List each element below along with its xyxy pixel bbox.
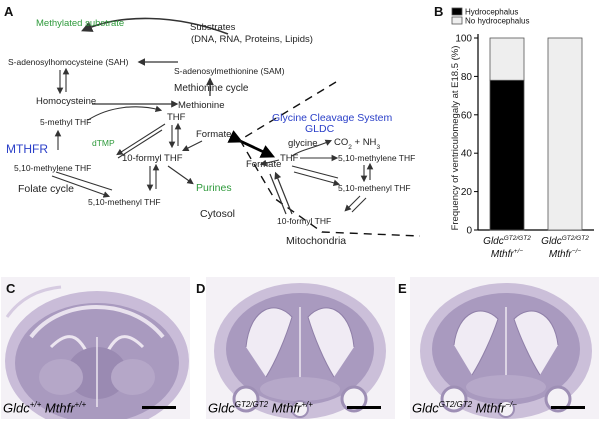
mitochondria-boundary: [239, 81, 421, 237]
cytosol-label: Cytosol: [200, 208, 235, 220]
bar-segment: [489, 37, 525, 81]
gldc-label: GLDC: [305, 123, 335, 135]
brain-section-e: [410, 277, 599, 419]
mito-thf-label: THF: [280, 153, 299, 164]
mitochondria-label: Mitochondria: [286, 235, 346, 247]
legend-label: Hydrocephalus: [465, 8, 518, 17]
sah-label: S-adenosylhomocysteine (SAH): [8, 57, 129, 67]
methylation-arrow: [81, 17, 229, 35]
dtmp-label: dTMP: [92, 138, 115, 148]
brain-section-c: [1, 277, 190, 419]
genotype-label-e: GldcGT2/GT2 Mthfr−/−: [412, 399, 517, 415]
panel-d-letter: D: [196, 281, 206, 296]
y-tick-label: 80: [461, 72, 473, 83]
x-category-label-gene2: Mthfr+/−: [491, 248, 523, 260]
methylated-substrate-label: Methylated substrate: [36, 18, 124, 29]
histology-photo-c: Gldc+/+ Mthfr+/+: [1, 277, 190, 419]
histology-photo-e: GldcGT2/GT2 Mthfr−/−: [410, 277, 599, 419]
genotype-label-c: Gldc+/+ Mthfr+/+: [3, 399, 87, 415]
methionine-label: Methionine: [178, 100, 224, 111]
bar-segment: [547, 37, 583, 231]
thf-label: THF: [167, 112, 186, 123]
mito-formyl-label: 10-formyl THF: [277, 216, 331, 226]
y-tick-label: 60: [461, 110, 473, 121]
bar-segment: [489, 79, 525, 231]
methionine-cycle-label: Methionine cycle: [174, 83, 249, 94]
x-category-label-gene: GldcGT2/GT2: [483, 235, 531, 247]
mthfr-label: MTHFR: [6, 142, 48, 156]
substrates-label: Substrates: [190, 22, 236, 33]
panel-b-letter: B: [434, 4, 443, 19]
x-category-label-gene: GldcGT2/GT2: [541, 235, 589, 247]
formate-transport-arrow: [227, 130, 276, 158]
y-tick-label: 100: [455, 34, 472, 45]
scale-bar-c: [142, 406, 176, 409]
y-tick-label: 0: [466, 226, 472, 237]
panel-c-letter: C: [6, 281, 16, 296]
panel-a-letter: A: [4, 4, 14, 19]
y-tick-label: 40: [461, 149, 473, 160]
mito-methylene-label: 5,10-methylene THF: [338, 153, 415, 163]
scale-bar-d: [347, 406, 381, 409]
methenyl-thf-label: 5,10-methenyl THF: [88, 197, 161, 207]
brain-section-d: [206, 277, 395, 419]
homocysteine-label: Homocysteine: [36, 96, 96, 107]
legend-label: No hydrocephalus: [465, 17, 529, 26]
histology-photo-d: GldcGT2/GT2 Mthfr+/+: [206, 277, 395, 419]
y-tick-label: 20: [461, 187, 473, 198]
sam-label: S-adenosylmethionine (SAM): [174, 66, 285, 76]
methylene-thf-label: 5,10-methylene THF: [14, 163, 91, 173]
mito-methenyl-label: 5,10-methenyl THF: [338, 183, 411, 193]
substrates-detail-label: (DNA, RNA, Proteins, Lipids): [191, 34, 313, 45]
legend-swatch: [451, 7, 463, 16]
folate-cycle-label: Folate cycle: [18, 183, 74, 195]
gcs-label: Glycine Cleavage System: [272, 112, 392, 124]
legend-swatch: [451, 16, 463, 25]
chart-bars: [489, 37, 583, 231]
methyl-thf-label: 5-methyl THF: [40, 117, 91, 127]
panel-e-letter: E: [398, 281, 407, 296]
x-category-label-gene2: Mthfr−/−: [549, 248, 581, 260]
scale-bar-e: [551, 406, 585, 409]
glycine-label: glycine: [288, 138, 318, 149]
purines-label: Purines: [196, 182, 232, 194]
genotype-label-d: GldcGT2/GT2 Mthfr+/+: [208, 399, 313, 415]
pathway-diagram: A Methylated substrate Substrates (DNA, …: [4, 4, 421, 247]
chart-y-axis-label: Frequency of ventriculomegaly at E18.5 (…: [450, 46, 461, 231]
co2-nh3-label: CO2 + NH3: [334, 137, 380, 151]
formate-label: Formate: [196, 129, 231, 140]
formyl-thf-label: 10-formyl THF: [122, 153, 183, 164]
